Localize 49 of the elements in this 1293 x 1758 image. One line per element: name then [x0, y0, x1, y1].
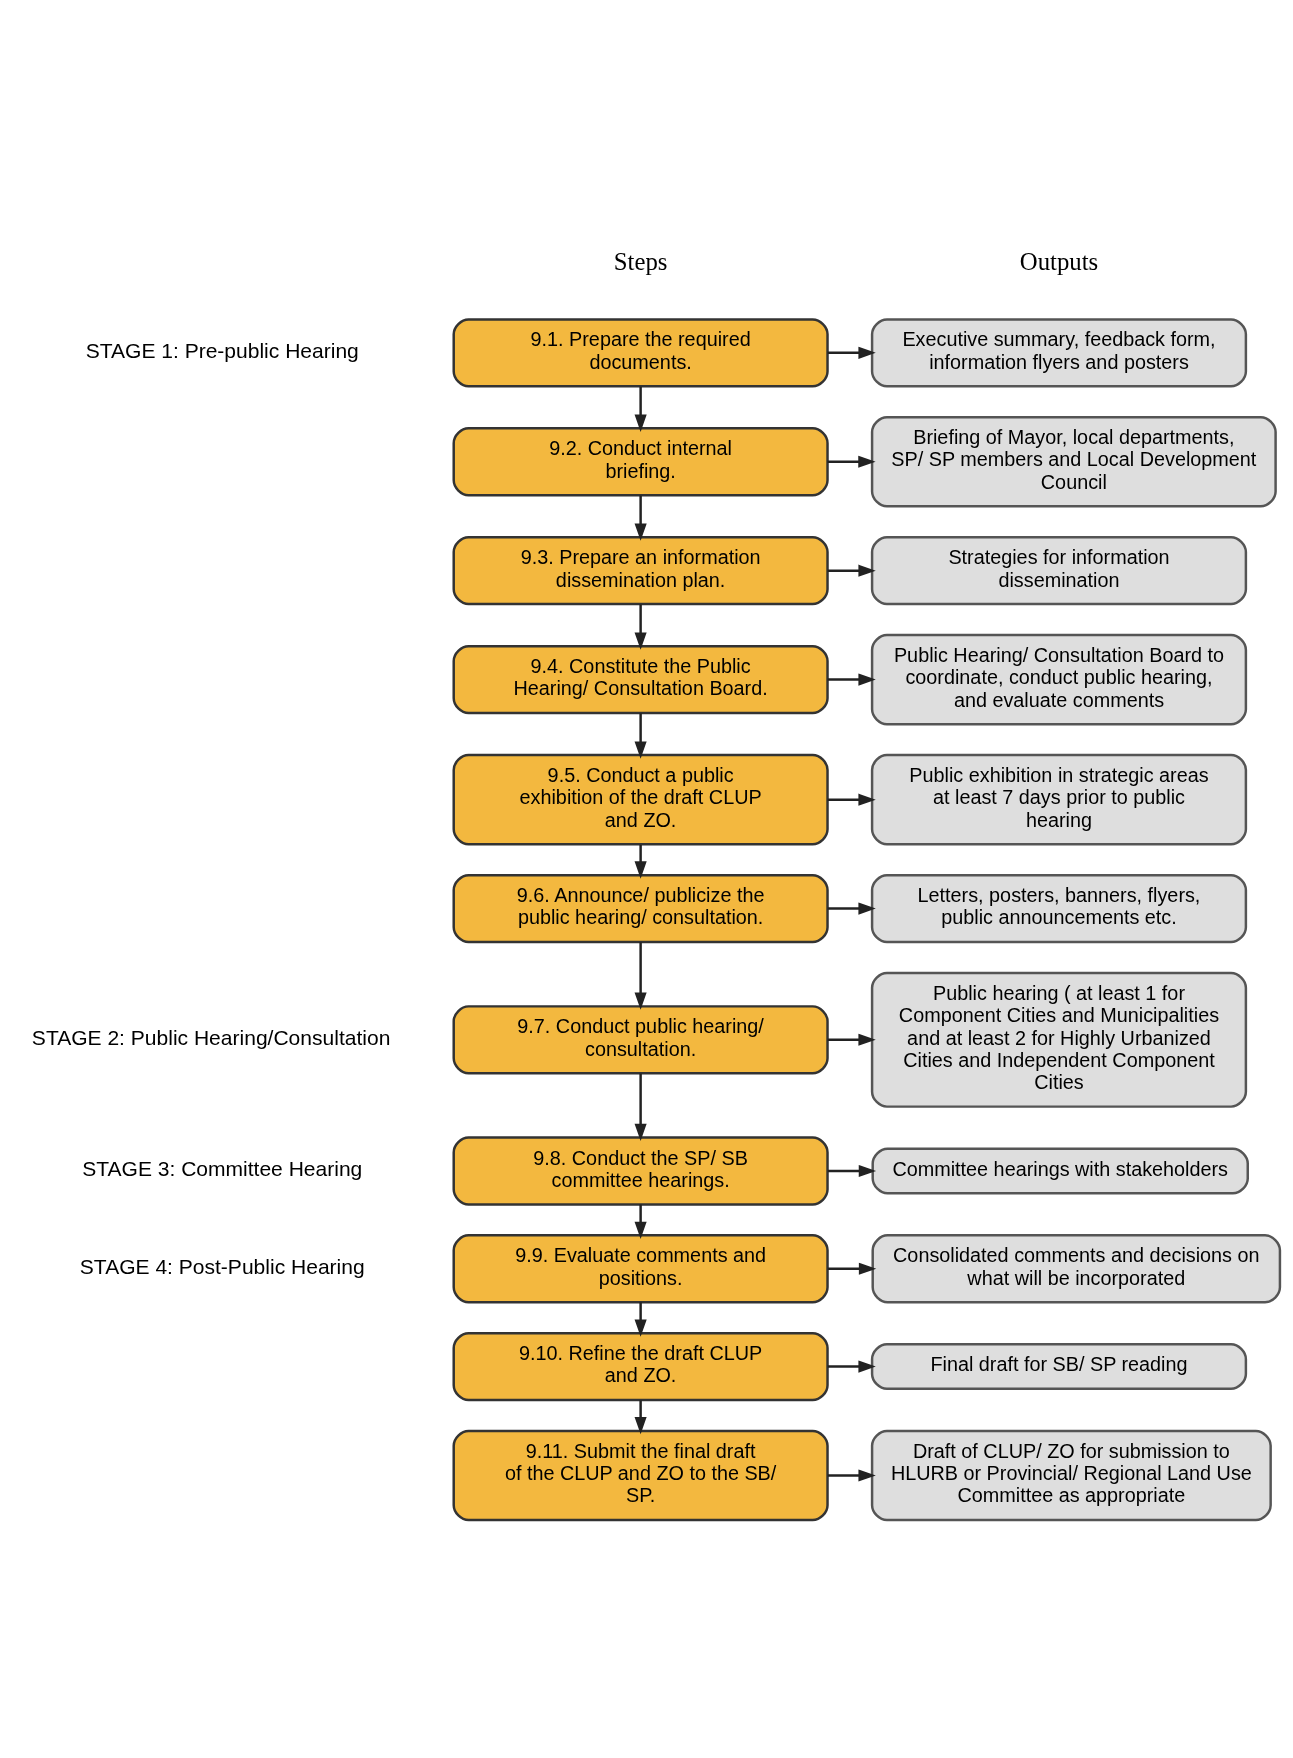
node-box: Public exhibition in strategic areas at least 7 days prior to public hearing — [870, 753, 1248, 845]
node-box: Public hearing ( at least 1 for Component Cities and Municipalities and at least 2 for Highly Urbanized Cities and Independent Component Cities — [870, 971, 1248, 1108]
arrow — [827, 1468, 876, 1482]
arrow — [634, 1204, 647, 1239]
node-box: 9.6. Announce/ publicize the public hearing/ consultation. — [452, 873, 829, 943]
arrow — [634, 1301, 647, 1337]
node-box: Briefing of Mayor, local departments, SP/ SP members and Local Development Council — [870, 415, 1277, 508]
arrow — [634, 1399, 647, 1434]
arrow — [827, 564, 876, 577]
label: STAGE 3: Committee Hearing — [82, 1156, 363, 1180]
label: Outputs — [1019, 247, 1099, 275]
label: STAGE 1: Pre-public Hearing — [85, 338, 359, 362]
arrow — [634, 712, 647, 759]
arrow — [827, 455, 876, 468]
node-box: Strategies for information dissemination — [870, 535, 1248, 605]
node-box: Consolidated comments and decisions on what will be incorporated — [871, 1233, 1282, 1303]
node-box: 9.2. Conduct internal briefing. — [452, 426, 829, 496]
arrow — [634, 941, 647, 1010]
node-box: 9.4. Constitute the Public Hearing/ Consultation Board. — [452, 644, 829, 714]
arrow — [634, 386, 647, 432]
node-box: Letters, posters, banners, flyers, public announcements etc. — [870, 873, 1248, 943]
node-box: 9.5. Conduct a public exhibition of the draft CLUP and ZO. — [452, 753, 829, 845]
arrow — [827, 1033, 876, 1046]
node-box: 9.9. Evaluate comments and positions. — [452, 1233, 829, 1303]
node-box: 9.1. Prepare the required documents. — [452, 317, 829, 387]
arrow — [827, 346, 876, 359]
arrow — [634, 844, 647, 879]
node-box: 9.11. Submit the final draft of the CLUP and ZO to the SB/ SP. — [452, 1429, 829, 1521]
node-box: Committee hearings with stakeholders — [871, 1147, 1249, 1194]
node-box: 9.10. Refine the draft CLUP and ZO. — [452, 1331, 829, 1401]
node-box: Final draft for SB/ SP reading — [870, 1342, 1248, 1390]
arrow — [827, 902, 876, 915]
arrow — [827, 793, 876, 806]
arrow — [827, 673, 876, 686]
label: Steps — [613, 247, 668, 275]
label: STAGE 2: Public Hearing/Consultation — [31, 1025, 391, 1049]
node-box: 9.7. Conduct public hearing/ consultation. — [452, 1004, 829, 1074]
node-box: Draft of CLUP/ ZO for submission to HLURB or Provincial/ Regional Land Use Committee as appropriate — [870, 1429, 1272, 1521]
node-box: Public Hearing/ Consultation Board to coordinate, conduct public hearing, and evaluate comments — [870, 633, 1248, 725]
node-box: Executive summary, feedback form, information flyers and posters — [870, 317, 1248, 387]
label: STAGE 4: Post-Public Hearing — [79, 1254, 365, 1278]
arrow — [634, 495, 647, 541]
arrow — [634, 603, 647, 650]
node-box: 9.8. Conduct the SP/ SB committee hearings. — [452, 1135, 829, 1206]
arrow — [827, 1360, 876, 1373]
node-box: 9.3. Prepare an information dissemination plan. — [452, 535, 829, 605]
arrow — [827, 1164, 877, 1177]
arrow — [634, 1073, 647, 1141]
arrow — [827, 1262, 877, 1275]
